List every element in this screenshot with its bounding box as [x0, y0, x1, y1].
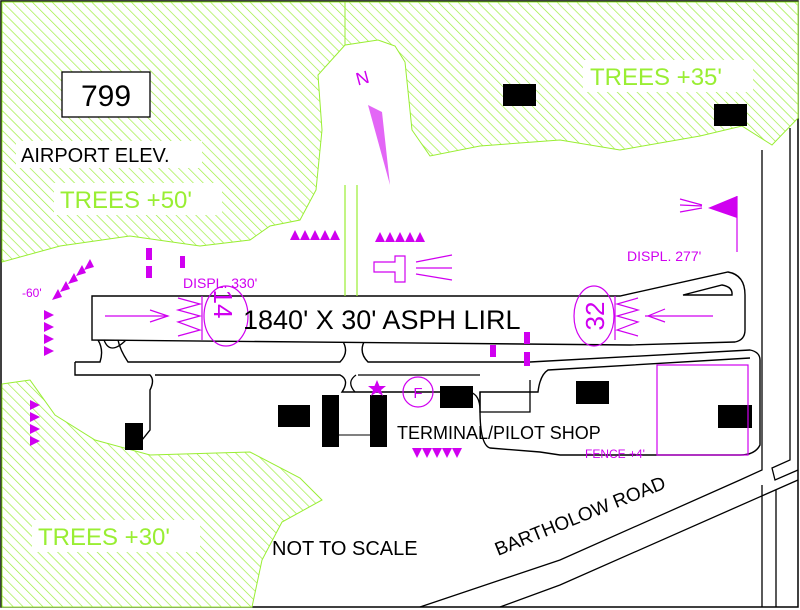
terminal-label: TERMINAL/PILOT SHOP	[397, 423, 601, 443]
scale-note: NOT TO SCALE	[272, 538, 418, 560]
displaced-threshold-west: DISPL. 330'	[183, 275, 257, 291]
trees-area-northeast	[344, 1, 799, 157]
displaced-threshold-east: DISPL. 277'	[627, 248, 701, 264]
trees-label-northwest: TREES +50'	[60, 187, 192, 214]
hold-markings	[146, 248, 530, 366]
fence-label: FENCE +4'	[585, 447, 645, 461]
bartholow-road	[499, 479, 799, 608]
holding-bay	[103, 339, 127, 349]
road-edge-inner	[419, 150, 763, 608]
fuel-label: F	[413, 385, 422, 402]
runway-end-14: 14	[208, 290, 238, 319]
runway-end-14-marker	[203, 285, 249, 347]
elevation-label: AIRPORT ELEV.	[21, 145, 170, 167]
runway-label: 1840' X 30' ASPH LIRL	[243, 305, 521, 335]
runway-14-32	[91, 271, 746, 346]
runway-end-32-marker	[573, 285, 615, 347]
fuel-icon	[402, 376, 434, 408]
beacon-star-icon	[368, 380, 386, 396]
road-edge-outer	[771, 128, 799, 481]
obstruction-height: -60'	[22, 286, 42, 300]
obstruction-markers	[30, 230, 462, 458]
runway-turnaround	[682, 284, 733, 296]
threshold-west	[105, 296, 203, 340]
elevation-box	[61, 71, 151, 118]
approach-lights-east	[679, 198, 703, 213]
trees-label-northeast: TREES +35'	[590, 64, 722, 91]
elevation-value: 799	[81, 80, 131, 113]
north-arrow-icon	[368, 105, 390, 185]
apron-edge	[350, 374, 480, 393]
trees-label-southwest: TREES +30'	[38, 524, 170, 551]
windsock-icon	[708, 196, 737, 218]
trees-area-southwest	[1, 379, 323, 608]
terminal-apron	[479, 380, 531, 413]
buildings	[125, 84, 752, 450]
vasi-icon	[373, 255, 406, 283]
runway-end-32: 32	[580, 302, 610, 331]
fence-enclosure	[656, 364, 749, 456]
north-label: N	[354, 67, 372, 90]
road-label: BARTHOLOW ROAD	[492, 473, 669, 561]
trees-area-northwest	[1, 1, 346, 263]
parallel-taxiway	[74, 339, 761, 456]
threshold-east	[614, 296, 713, 340]
vasi-lights	[415, 254, 453, 281]
